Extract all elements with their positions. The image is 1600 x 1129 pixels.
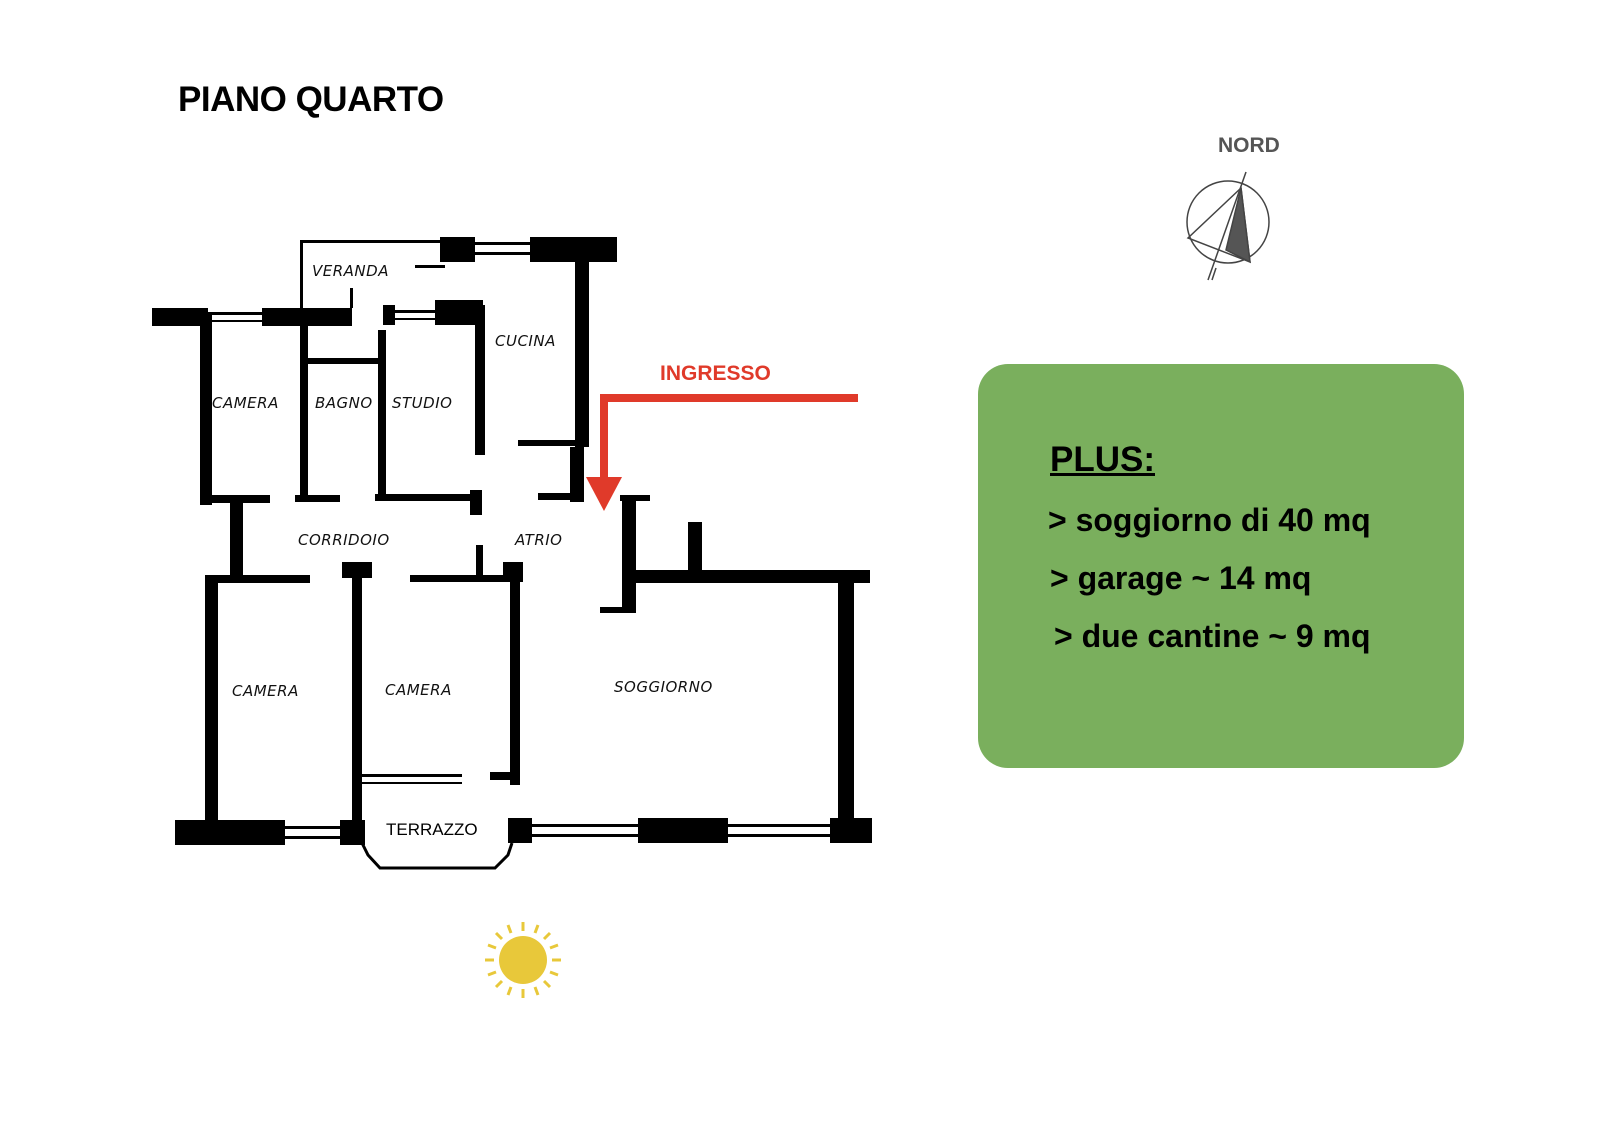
room-label-soggiorno: SOGGIORNO [614, 678, 713, 696]
plus-item: > soggiorno di 40 mq [1048, 502, 1371, 538]
north-compass-icon [1186, 171, 1270, 281]
room-label-veranda: VERANDA [312, 262, 389, 280]
entrance-arrow-icon [586, 394, 858, 511]
room-label-atrio: ATRIO [514, 531, 563, 549]
room-label-cucina: CUCINA [495, 332, 556, 350]
room-label-corridoio: CORRIDOIO [298, 531, 390, 549]
room-label-camera: CAMERA [385, 681, 452, 699]
room-label-camera: CAMERA [212, 394, 279, 412]
plus-item: > due cantine ~ 9 mq [1054, 618, 1371, 654]
room-label-terrazzo: TERRAZZO [386, 820, 478, 839]
room-label-bagno: BAGNO [315, 394, 373, 412]
room-label-studio: STUDIO [392, 394, 452, 412]
compass-label: NORD [1218, 134, 1280, 157]
sun-icon [485, 922, 561, 998]
plus-item: > garage ~ 14 mq [1050, 560, 1312, 596]
terrazzo-outline [360, 842, 514, 870]
walls [152, 237, 872, 845]
plus-panel: PLUS: > soggiorno di 40 mq > garage ~ 14… [978, 364, 1464, 768]
page-title: PIANO QUARTO [178, 80, 444, 119]
plus-title: PLUS: [1050, 440, 1155, 479]
entrance-label: INGRESSO [660, 362, 771, 385]
room-label-camera: CAMERA [232, 682, 299, 700]
